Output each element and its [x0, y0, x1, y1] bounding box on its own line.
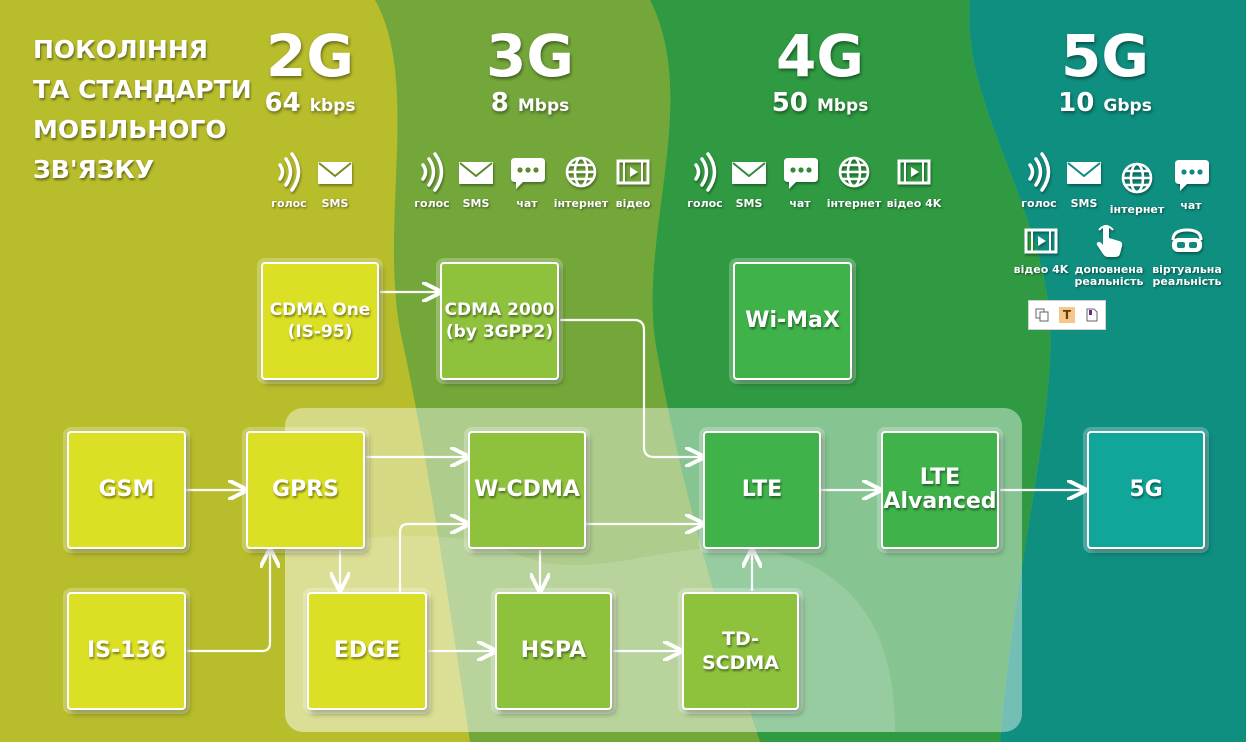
generation-4g: 4G 50 Mbps	[760, 26, 880, 121]
hand-tap-icon	[1096, 225, 1123, 257]
feature-video: відео	[610, 152, 656, 210]
voice-icon	[694, 152, 717, 192]
title-line-3: МОБІЛЬНОГО	[33, 115, 227, 144]
standard-hspa: HSPA	[495, 592, 612, 710]
speed: 64 kbps	[264, 88, 356, 118]
envelope-icon	[1067, 162, 1101, 184]
voice-icon	[421, 152, 444, 192]
era-2g-band	[0, 0, 470, 742]
floating-toolbar: T	[1028, 300, 1106, 330]
feature-sms: SMS	[453, 152, 499, 210]
feature-voice: голос	[266, 152, 312, 210]
globe-icon	[1121, 162, 1153, 194]
infographic-title: ПОКОЛІННЯ ТА СТАНДАРТИ МОБІЛЬНОГО ЗВ'ЯЗК…	[33, 30, 252, 190]
standard-td-scdma: TD-SCDMA	[682, 592, 799, 710]
copy-icon[interactable]	[1034, 307, 1050, 323]
envelope-icon	[732, 162, 766, 184]
title-line-4: ЗВ'ЯЗКУ	[33, 155, 155, 184]
feature-internet: інтернет	[553, 152, 609, 210]
speed: 10 Gbps	[1058, 88, 1152, 118]
feature-sms: SMS	[312, 152, 358, 210]
arrow-cdma2000-lte	[560, 318, 703, 457]
generation-label: 2G	[266, 22, 354, 90]
speed: 50 Mbps	[771, 88, 869, 118]
standard-gsm: GSM	[67, 431, 186, 549]
globe-icon	[838, 156, 870, 188]
feature-voice: голос	[409, 152, 455, 210]
feature-voice: голос	[1016, 152, 1062, 210]
envelope-icon	[318, 162, 352, 184]
feature-chat: чат	[1168, 154, 1214, 212]
feature-voice: голос	[682, 152, 728, 210]
voice-icon	[278, 152, 301, 192]
feature-internet: інтернет	[1108, 158, 1166, 216]
vr-headset-icon	[1171, 228, 1203, 252]
page-icon[interactable]	[1084, 307, 1100, 323]
feature-sms: SMS	[1061, 152, 1107, 210]
standard-lte: LTE	[703, 431, 821, 549]
generation-label: 3G	[486, 22, 574, 90]
text-icon[interactable]: T	[1058, 307, 1075, 323]
chat-icon	[784, 158, 818, 189]
era-3g-band	[375, 0, 760, 742]
generation-3g: 3G 8 Mbps	[470, 26, 590, 121]
feature-virtual-reality: віртуальна реальність	[1148, 224, 1226, 288]
generation-2g: 2G 64 kbps	[250, 26, 370, 121]
standard-edge: EDGE	[307, 592, 427, 710]
generation-label: 4G	[776, 22, 864, 90]
feature-chat: чат	[504, 152, 550, 210]
title-line-1: ПОКОЛІННЯ	[33, 35, 209, 64]
arrow-edge-wcdma	[398, 524, 468, 592]
standard-is-136: IS-136	[67, 592, 186, 710]
connection-arrows	[186, 292, 1085, 651]
chat-icon	[1175, 160, 1209, 191]
envelope-icon	[459, 162, 493, 184]
arrow-is136-gprs	[187, 550, 270, 653]
era-5g-band	[969, 0, 1246, 742]
feature-video-4k: відео 4K	[1012, 224, 1070, 276]
standard-5g: 5G	[1087, 431, 1205, 549]
video-icon	[1024, 228, 1058, 254]
voice-icon	[1028, 152, 1051, 192]
chat-icon	[511, 158, 545, 189]
feature-internet: інтернет	[826, 152, 882, 210]
title-line-2: ТА СТАНДАРТИ	[33, 75, 252, 104]
standard-cdma-one: CDMA One (IS-95)	[261, 262, 379, 380]
generation-5g: 5G 10 Gbps	[1045, 26, 1165, 121]
standard-gprs: GPRS	[246, 431, 365, 549]
standard-w-cdma: W-CDMA	[468, 431, 586, 549]
standard-lte-advanced: LTE Alvanced	[881, 431, 999, 549]
video-icon	[616, 159, 650, 185]
video-icon	[897, 159, 931, 185]
standard-cdma-2000: CDMA 2000 (by 3GPP2)	[440, 262, 559, 380]
feature-sms: SMS	[726, 152, 772, 210]
generation-label: 5G	[1061, 22, 1149, 90]
feature-chat: чат	[777, 152, 823, 210]
standard-wimax: Wi-MaX	[733, 262, 852, 380]
globe-icon	[565, 156, 597, 188]
feature-video-4k: відео 4K	[885, 152, 943, 210]
feature-augmented-reality: доповнена реальність	[1073, 224, 1145, 288]
speed: 8 Mbps	[490, 88, 570, 118]
